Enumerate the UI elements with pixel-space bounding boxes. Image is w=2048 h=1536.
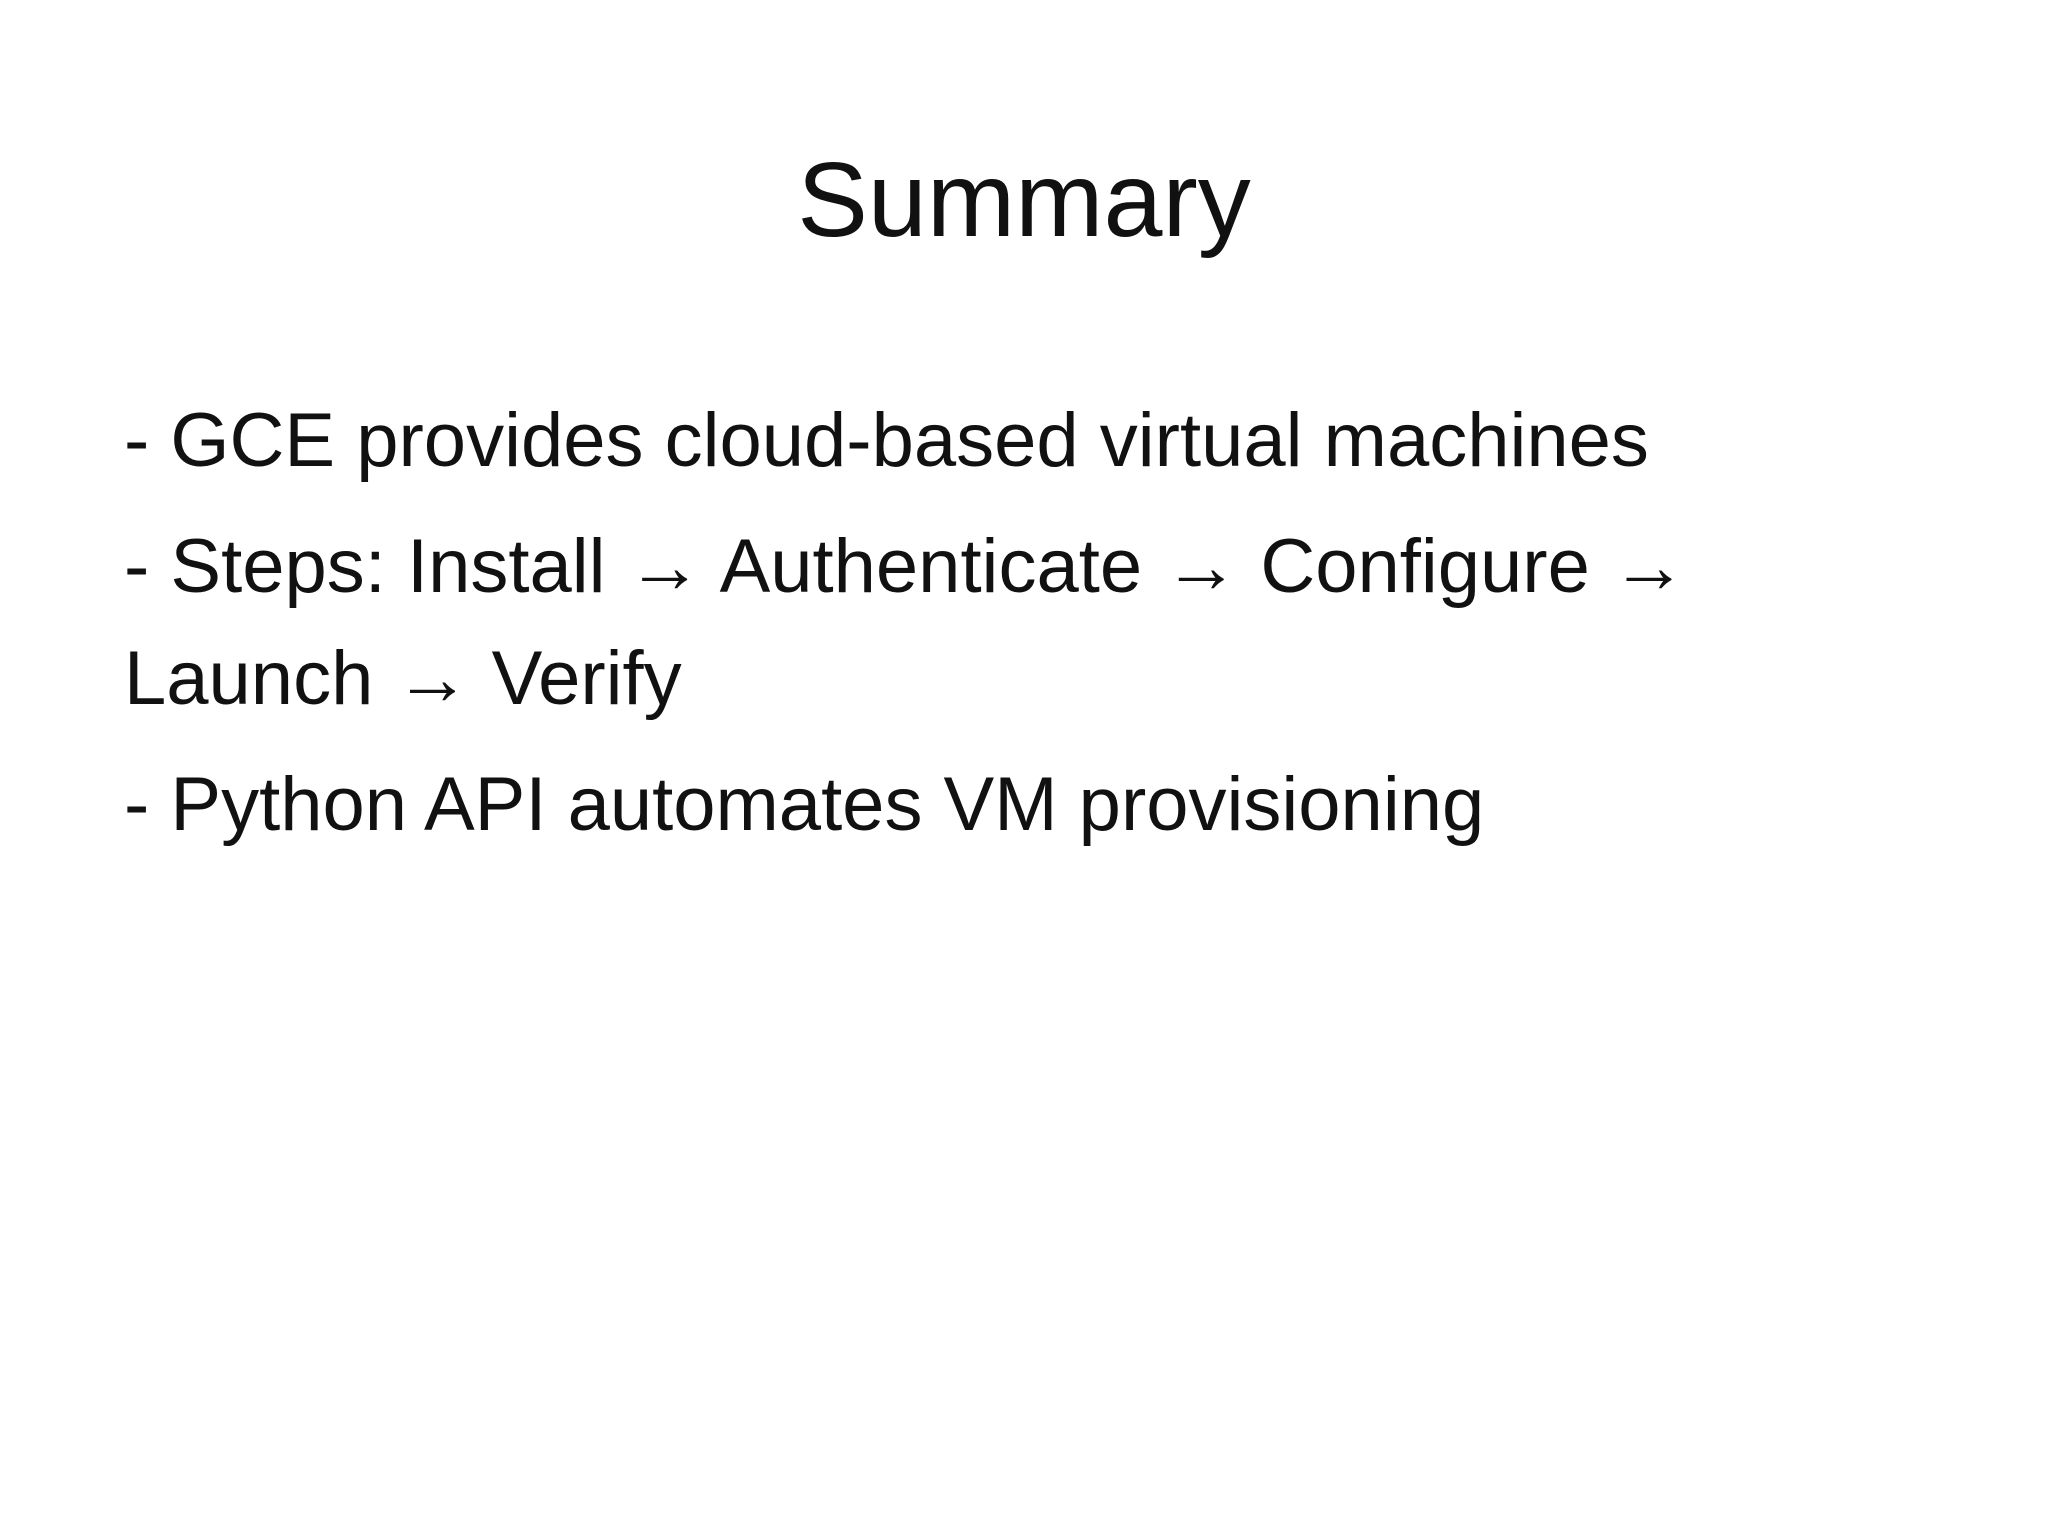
bullet-item-gce: - GCE provides cloud-based virtual machi… [124, 398, 1649, 483]
bullet-list: - GCE provides cloud-based virtual machi… [124, 385, 1904, 875]
bullet-item-steps: - Steps: Install → Authenticate → Config… [124, 524, 1687, 721]
bullet-item-python-api: - Python API automates VM provisioning [124, 762, 1485, 847]
slide-title: Summary [797, 141, 1251, 259]
